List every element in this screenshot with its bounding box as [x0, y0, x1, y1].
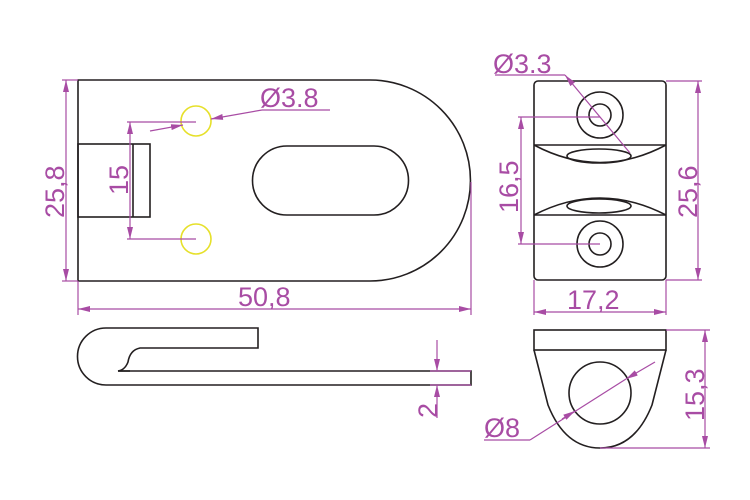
- end-view-body: [533, 349, 667, 449]
- dim-text-height: 25,8: [40, 165, 70, 218]
- groove-lower: [566, 198, 632, 214]
- clamp-end-view: [533, 329, 667, 449]
- clamp-hole-upper-inner: [588, 103, 612, 127]
- dim-text-clamp-width: 17,2: [567, 285, 620, 315]
- end-view-dimensions: Ø8 15,3: [484, 329, 710, 449]
- dim-text-mount-hole: Ø3.8: [260, 83, 319, 113]
- dim-text-clamp-hole: Ø3.3: [493, 49, 552, 79]
- clamp-dimensions: Ø3.3 16,5 25,6 17,2: [493, 49, 703, 315]
- clamp-front-view: [533, 80, 667, 281]
- clamp-outline: [533, 80, 667, 281]
- plate-top-dimensions: 25,8 15 Ø3.8 50,8: [40, 79, 472, 315]
- dim-text-hole-spacing: 15: [104, 165, 134, 195]
- side-dimensions: 2: [413, 340, 471, 418]
- mount-hole-upper: [180, 105, 212, 137]
- groove-upper: [566, 148, 632, 164]
- side-profile: [76, 327, 472, 386]
- dim-text-end-height: 15,3: [680, 368, 710, 421]
- end-view-top-band: [533, 329, 667, 351]
- dim-text-clamp-height: 25,6: [673, 165, 703, 218]
- plate-top-view: [77, 79, 472, 282]
- slot-tab: [77, 143, 151, 218]
- plate-side-view: [76, 327, 472, 386]
- dim-text-bore: Ø8: [484, 413, 520, 443]
- end-view-bore: [568, 361, 632, 425]
- dim-text-thickness: 2: [413, 403, 443, 418]
- dim-text-clamp-hole-spacing: 16,5: [494, 160, 524, 213]
- plate-outline: [77, 79, 472, 282]
- clamp-hole-upper-outer: [576, 91, 624, 139]
- dim-text-length: 50,8: [238, 282, 291, 312]
- elongated-slot: [251, 145, 410, 216]
